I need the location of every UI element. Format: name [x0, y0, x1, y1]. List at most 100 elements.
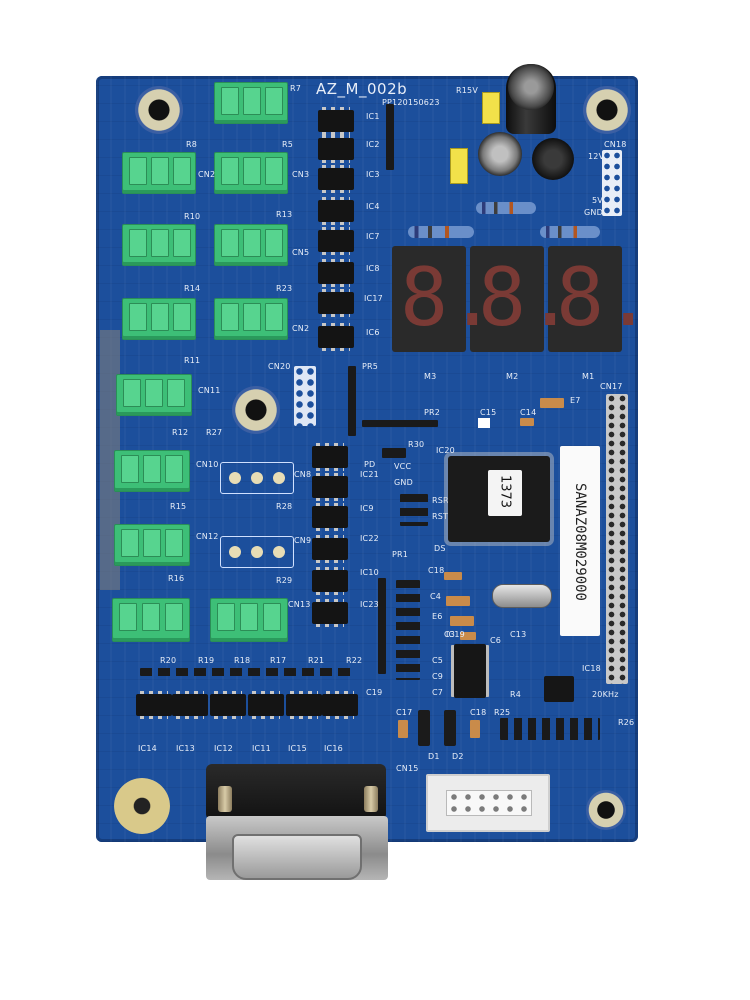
- label-r17: R17: [270, 656, 287, 665]
- label-ic9: IC9: [360, 504, 374, 513]
- seven-seg-m2: [470, 246, 544, 352]
- label-12v: 12V: [588, 152, 605, 161]
- label-r26: R26: [618, 718, 635, 727]
- label-ic16: IC16: [324, 744, 343, 753]
- terminal-cn4: [122, 224, 196, 266]
- label-r12: R12: [172, 428, 189, 437]
- terminal-cn5: [214, 224, 288, 266]
- ic3-opto: [318, 165, 354, 193]
- db9-screw-left: [218, 786, 232, 812]
- ic1-opto: [318, 107, 354, 135]
- idc-box-header: [426, 774, 550, 832]
- crystal-oscillator: [492, 584, 552, 608]
- db9-screw-right: [364, 786, 378, 812]
- label-r14: R14: [184, 284, 201, 293]
- db9-connector-body: [206, 764, 386, 820]
- ic16-opto: [322, 691, 358, 719]
- smd-res-cluster-br: [500, 718, 600, 740]
- ic13-opto: [172, 691, 208, 719]
- smd-e6: [450, 616, 474, 626]
- ic15-opto: [286, 691, 322, 719]
- label-r28: R28: [276, 502, 293, 511]
- label-c18: C18: [428, 566, 445, 575]
- header-cn20: [294, 366, 316, 426]
- label-ic15: IC15: [288, 744, 307, 753]
- ic14-opto: [136, 691, 172, 719]
- label-r22: R22: [346, 656, 363, 665]
- ic11-opto: [248, 691, 284, 719]
- label-20khz: 20KHz: [592, 690, 619, 699]
- jumper-pads-lower: [220, 536, 294, 568]
- label-ic11: IC11: [252, 744, 271, 753]
- label-pr5: PR5: [362, 362, 379, 371]
- electrolytic-cap-mid: [478, 132, 522, 176]
- smd-cap-c14: [520, 418, 534, 426]
- ic19-chip: [454, 644, 486, 698]
- resistor-axial-2: [408, 226, 474, 238]
- label-gnd-power: GND: [584, 208, 603, 217]
- seven-seg-m3-value: 8.: [400, 251, 497, 344]
- label-r10: R10: [184, 212, 201, 221]
- label-c18b: C18: [470, 708, 487, 717]
- label-ic13: IC13: [176, 744, 195, 753]
- label-rsr: RSR: [432, 496, 449, 505]
- ic8-opto: [318, 259, 354, 287]
- label-r15v: R15V: [456, 86, 479, 95]
- diode-d1: [418, 710, 430, 746]
- label-r30: R30: [408, 440, 425, 449]
- ic7-opto: [318, 227, 354, 255]
- label-r27: R27: [206, 428, 223, 437]
- label-r11: R11: [184, 356, 201, 365]
- label-cn10: CN10: [196, 460, 219, 469]
- label-cn13: CN13: [288, 600, 311, 609]
- mount-hole-top-left: [135, 86, 183, 134]
- smd-res-array-2: [400, 494, 428, 526]
- label-gnd: GND: [394, 478, 413, 487]
- label-ic8: IC8: [366, 264, 380, 273]
- label-r13: R13: [276, 210, 293, 219]
- smd-c18: [444, 572, 462, 580]
- electrolytic-cap-top-ring: [508, 64, 554, 110]
- label-ic19: IC19: [446, 630, 465, 639]
- smd-res-array-1: [396, 580, 420, 680]
- label-cn20: CN20: [268, 362, 291, 371]
- serial-sticker: [560, 446, 600, 636]
- label-c15: C15: [480, 408, 497, 417]
- smd-c4: [446, 596, 470, 606]
- label-r25: R25: [494, 708, 511, 717]
- seven-seg-m1-value: 8.: [556, 251, 653, 344]
- ic22-opto-a: [312, 503, 348, 531]
- label-r18: R18: [234, 656, 251, 665]
- label-c7: C7: [432, 688, 444, 697]
- smd-white-part: [478, 418, 490, 428]
- label-ic10: IC10: [360, 568, 379, 577]
- label-ic1: IC1: [366, 112, 380, 121]
- label-cn3: CN3: [292, 170, 310, 179]
- label-r16: R16: [168, 574, 185, 583]
- ic23-opto-b: [312, 599, 348, 627]
- label-cn9: CN9: [294, 536, 312, 545]
- smd-res-row-bottom: [140, 668, 354, 676]
- label-ic21: IC21: [360, 470, 379, 479]
- seven-seg-m1: [548, 246, 622, 352]
- ic21-opto-b: [312, 473, 348, 501]
- label-ic6: IC6: [366, 328, 380, 337]
- label-c17: C17: [396, 708, 413, 717]
- ic22-opto-b: [312, 535, 348, 563]
- electrolytic-cap-right: [532, 138, 574, 180]
- resistor-network-upper: [386, 104, 394, 170]
- label-r23: R23: [276, 284, 293, 293]
- label-r29: R29: [276, 576, 293, 585]
- label-cn12: CN12: [196, 532, 219, 541]
- terminal-cn12: [114, 524, 190, 566]
- label-r4: R4: [510, 690, 522, 699]
- terminal-cn13: [210, 598, 288, 642]
- label-ic2: IC2: [366, 140, 380, 149]
- label-m1: M1: [582, 372, 595, 381]
- label-cn2: CN2: [198, 170, 216, 179]
- ic4-opto: [318, 197, 354, 225]
- smd-c17: [398, 720, 408, 738]
- label-c19: C19: [366, 688, 383, 697]
- label-cn2b: CN2: [292, 324, 310, 333]
- yellow-inductor-top: [482, 92, 500, 124]
